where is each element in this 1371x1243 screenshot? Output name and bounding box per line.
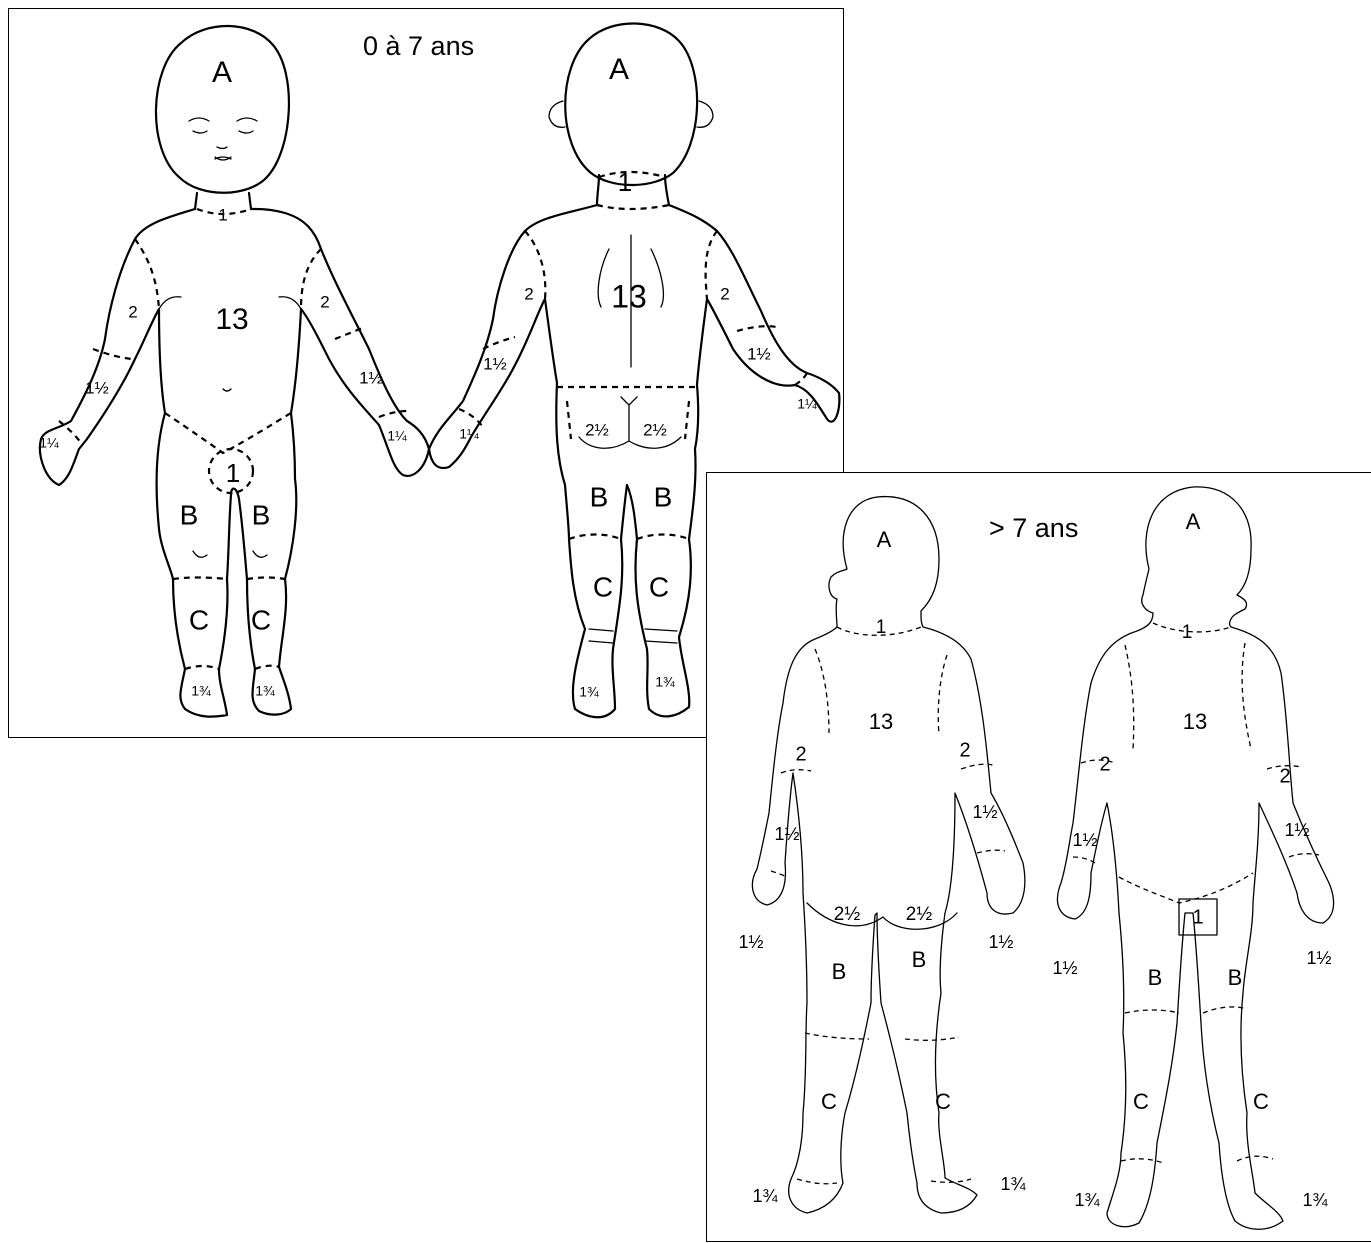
zone-buttock-right-label: 2½ (906, 904, 933, 925)
zone-upper-arm-right-label: 2 (1279, 765, 1290, 787)
zone-forearm-left-label: 1½ (85, 378, 109, 397)
zone-neck-label: 1 (618, 167, 632, 197)
front-figure-young: A 1 13 2 2 1½ 1½ 1¼ 1¼ 1 B B C C 1¾ 1¾ (39, 26, 429, 717)
zone-leg-left-label: C (1133, 1089, 1149, 1114)
zone-thigh-left-label: B (180, 499, 199, 530)
zone-forearm-right-label: 1½ (972, 802, 997, 822)
zone-buttock-right-label: 2½ (643, 420, 667, 439)
zone-head-label: A (609, 53, 629, 86)
zone-leg-right-label: C (649, 571, 669, 602)
zone-leg-left-label: C (821, 1089, 837, 1114)
zone-upper-arm-right-label: 2 (959, 739, 970, 761)
zone-thigh-right-label: B (912, 947, 927, 972)
zone-foot-left-label: 1¾ (579, 684, 599, 700)
zone-foot-right-label: 1¾ (1000, 1174, 1026, 1194)
zone-forearm-left-label: 1½ (1072, 830, 1097, 850)
zone-upper-arm-left-label: 2 (524, 284, 533, 303)
zone-leg-right-label: C (1253, 1089, 1269, 1114)
zone-upper-arm-left-label: 2 (1099, 753, 1110, 775)
front-figure-older: A 1 13 2 2 1½ 1½ 1½ 1½ 1 B B C C 1¾ 1¾ (1052, 487, 1333, 1229)
zone-neck-label: 1 (876, 617, 887, 638)
zone-upper-arm-right-label: 2 (320, 292, 329, 311)
zone-forearm-right-label: 1½ (359, 368, 383, 387)
zone-forearm-right-label: 1½ (747, 344, 771, 363)
body-chart-older: A 1 13 2 2 1½ 1½ 1½ 1½ 2½ 2½ B B C C 1¾ … (707, 473, 1371, 1243)
zone-head-label: A (212, 56, 232, 89)
zone-thigh-left-label: B (590, 481, 609, 512)
zone-leg-left-label: C (593, 571, 613, 602)
zone-neck-label: 1 (1182, 622, 1193, 643)
zone-trunk-label: 13 (869, 709, 893, 734)
zone-foot-right-label: 1¾ (1302, 1190, 1328, 1210)
zone-thigh-left-label: B (832, 959, 847, 984)
zone-genitals-label: 1 (226, 458, 240, 488)
zone-hand-right-label: 1¼ (797, 396, 817, 412)
zone-foot-right-label: 1¾ (655, 674, 675, 690)
zone-head-label: A (877, 527, 892, 552)
zone-genitals-label: 1 (1192, 906, 1203, 928)
zone-trunk-label: 13 (215, 303, 248, 336)
zone-leg-right-label: C (251, 604, 271, 635)
zone-buttock-left-label: 2½ (834, 904, 861, 925)
zone-hand-right-label: 1½ (1306, 948, 1331, 968)
zone-trunk-label: 13 (611, 278, 647, 314)
zone-thigh-right-label: B (1228, 965, 1243, 990)
panel-over-7-years: > 7 ans A 1 13 2 2 1½ 1½ 1½ 1½ 2½ (706, 472, 1371, 1242)
zone-leg-left-label: C (189, 604, 209, 635)
zone-upper-arm-right-label: 2 (720, 284, 729, 303)
zone-foot-right-label: 1¾ (255, 683, 275, 699)
zone-upper-arm-left-label: 2 (128, 302, 137, 321)
zone-foot-left-label: 1¾ (752, 1186, 778, 1206)
zone-thigh-right-label: B (654, 481, 673, 512)
zone-forearm-right-label: 1½ (1284, 820, 1309, 840)
zone-hand-left-label: 1½ (1052, 958, 1077, 978)
zone-head-label: A (1186, 509, 1201, 534)
zone-buttock-left-label: 2½ (585, 420, 609, 439)
zone-neck-label: 1 (218, 205, 227, 224)
zone-foot-left-label: 1¾ (1074, 1190, 1100, 1210)
zone-hand-left-label: 1½ (738, 932, 763, 952)
zone-trunk-label: 13 (1183, 709, 1207, 734)
zone-leg-right-label: C (935, 1089, 951, 1114)
zone-forearm-left-label: 1½ (483, 354, 507, 373)
zone-hand-left-label: 1¼ (459, 426, 479, 442)
zone-hand-right-label: 1½ (988, 932, 1013, 952)
zone-forearm-left-label: 1½ (774, 824, 799, 844)
zone-hand-left-label: 1¼ (39, 435, 59, 451)
zone-thigh-right-label: B (252, 499, 271, 530)
zone-foot-left-label: 1¾ (191, 683, 211, 699)
zone-hand-right-label: 1¼ (387, 428, 407, 444)
zone-thigh-left-label: B (1148, 965, 1163, 990)
zone-upper-arm-left-label: 2 (795, 743, 806, 765)
back-figure-older: A 1 13 2 2 1½ 1½ 1½ 1½ 2½ 2½ B B C C 1¾ … (738, 497, 1026, 1213)
